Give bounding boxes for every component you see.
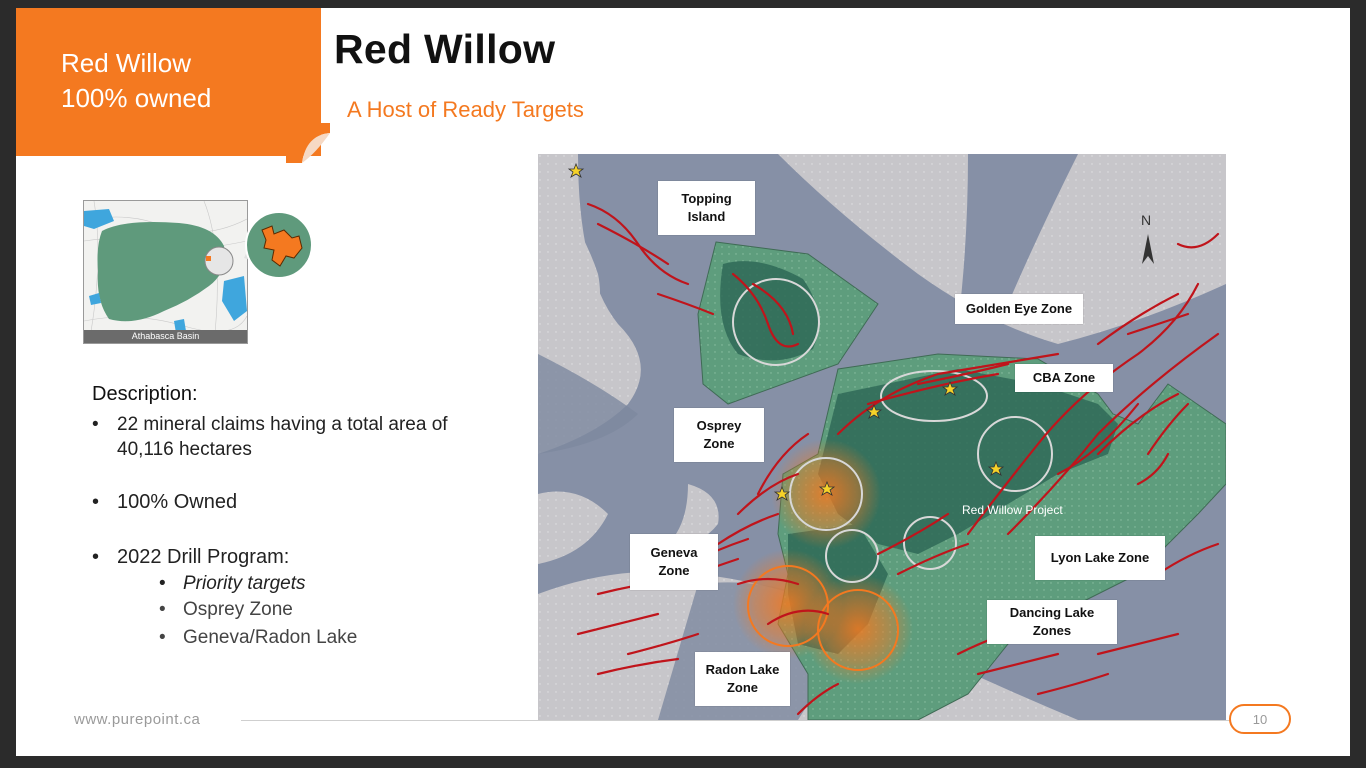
callout-osprey-line-1: Osprey [696, 418, 742, 433]
sub-bullet-priority-text: Priority targets [183, 573, 306, 594]
footer-divider [241, 720, 1231, 721]
tab-line-1: Red Willow [61, 48, 192, 78]
bullet-claims-line-1: 22 mineral claims having a total area of [117, 414, 448, 435]
callout-topping-line-1: Topping [681, 191, 732, 206]
callout-golden-eye-zone: Golden Eye Zone [955, 294, 1083, 324]
bullet-dot: • [92, 546, 100, 568]
inset-location-map: Athabasca Basin [83, 200, 248, 344]
north-arrow-label: N [1141, 212, 1152, 228]
page-subtitle: A Host of Ready Targets [347, 97, 584, 122]
description-heading: Description: [92, 383, 198, 405]
callout-radon-lake-zone: Radon Lake Zone [695, 652, 790, 706]
bullet-drill-program: • 2022 Drill Program: [92, 545, 290, 570]
bullet-claims: • 22 mineral claims having a total area … [92, 412, 448, 462]
title-tab: Red Willow 100% owned [16, 8, 321, 156]
project-label: Red Willow Project [962, 503, 1063, 517]
slide: Red Willow 100% owned Red Willow A Host … [16, 8, 1350, 756]
bullet-drill-program-text: 2022 Drill Program: [117, 546, 290, 568]
project-map-graphic [538, 154, 1226, 720]
page-curl-graphic [286, 123, 330, 163]
callout-cba-zone: CBA Zone [1015, 364, 1113, 392]
callout-lyon-lake-zone: Lyon Lake Zone [1035, 536, 1165, 580]
callout-osprey-line-2: Zone [703, 436, 735, 451]
callout-topping-line-2: Island [687, 209, 726, 224]
inset-map-label: Athabasca Basin [84, 330, 247, 343]
sub-bullet-osprey: • Osprey Zone [159, 597, 293, 622]
sub-bullet-geneva-text: Geneva/Radon Lake [183, 627, 358, 648]
callout-radon-line-2: Zone [726, 680, 759, 695]
callout-dancing-lake-zones: Dancing Lake Zones [987, 600, 1117, 644]
sub-bullet-osprey-text: Osprey Zone [183, 599, 293, 620]
tab-line-2: 100% owned [61, 83, 212, 113]
callout-geneva-line-2: Zone [658, 563, 690, 578]
page-number: 10 [1229, 704, 1291, 734]
callout-dancing-line-2: Zones [1032, 623, 1072, 638]
sub-bullet-geneva: • Geneva/Radon Lake [159, 625, 358, 650]
callout-topping-island: Topping Island [658, 181, 755, 235]
callout-dancing-line-1: Dancing Lake [1009, 605, 1095, 620]
zoom-lens-graphic [244, 211, 313, 279]
bullet-owned-text: 100% Owned [117, 491, 238, 513]
sub-bullet-priority: • Priority targets [159, 571, 306, 596]
project-map: N Red Willow Project Topping Island Gold… [538, 154, 1226, 720]
bullet-owned: • 100% Owned [92, 490, 238, 515]
bullet-dot: • [159, 627, 166, 648]
callout-geneva-zone: Geneva Zone [630, 534, 718, 590]
page-title: Red Willow [334, 26, 556, 72]
callout-osprey-zone: Osprey Zone [674, 408, 764, 462]
callout-radon-line-1: Radon Lake [705, 662, 780, 677]
bullet-claims-line-2: 40,116 hectares [117, 439, 252, 460]
footer-url: www.purepoint.ca [74, 711, 201, 728]
callout-geneva-line-1: Geneva [650, 545, 698, 560]
bullet-dot: • [92, 414, 99, 435]
bullet-dot: • [159, 573, 166, 594]
bullet-dot: • [92, 491, 100, 513]
inset-map-graphic [84, 201, 247, 343]
bullet-dot: • [159, 599, 166, 620]
